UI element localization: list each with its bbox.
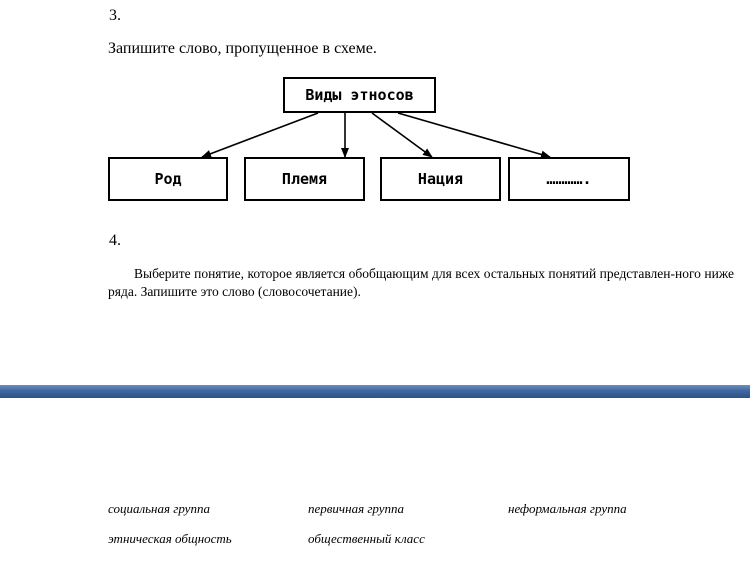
option-item: социальная группа [108,501,210,516]
diagram-node-plemya: Племя [244,157,365,201]
arrow-to-rod [201,112,319,158]
arrow-to-blank [397,112,551,159]
option-item: неформальная группа [508,501,627,516]
diagram-node-label: …………. [546,170,592,188]
diagram-node-natsiya: Нация [380,157,501,201]
arrow-to-natsiya [371,112,433,158]
diagram-node-label: Племя [281,170,328,188]
diagram-node-label: Нация [417,170,464,188]
question-4-instruction-text: Выберите понятие, которое является обобщ… [108,266,734,299]
question-3-number: 3. [109,7,121,24]
option-item: первичная группа [308,501,405,516]
diagram-node-rod: Род [108,157,228,201]
question-3-instruction: Запишите слово, пропущенное в схеме. [108,40,377,57]
section-divider [0,385,750,398]
option-item: общественный класс [308,531,425,546]
diagram-node-label: Род [154,170,182,188]
question-4-instruction: Выберите понятие, которое является обобщ… [108,265,734,301]
diagram-root-label: Виды этносов [305,86,414,104]
diagram-root-box: Виды этносов [283,77,436,113]
question-4-number: 4. [109,232,121,249]
diagram-node-blank: …………. [508,157,630,201]
option-item: этническая общность [108,531,232,546]
